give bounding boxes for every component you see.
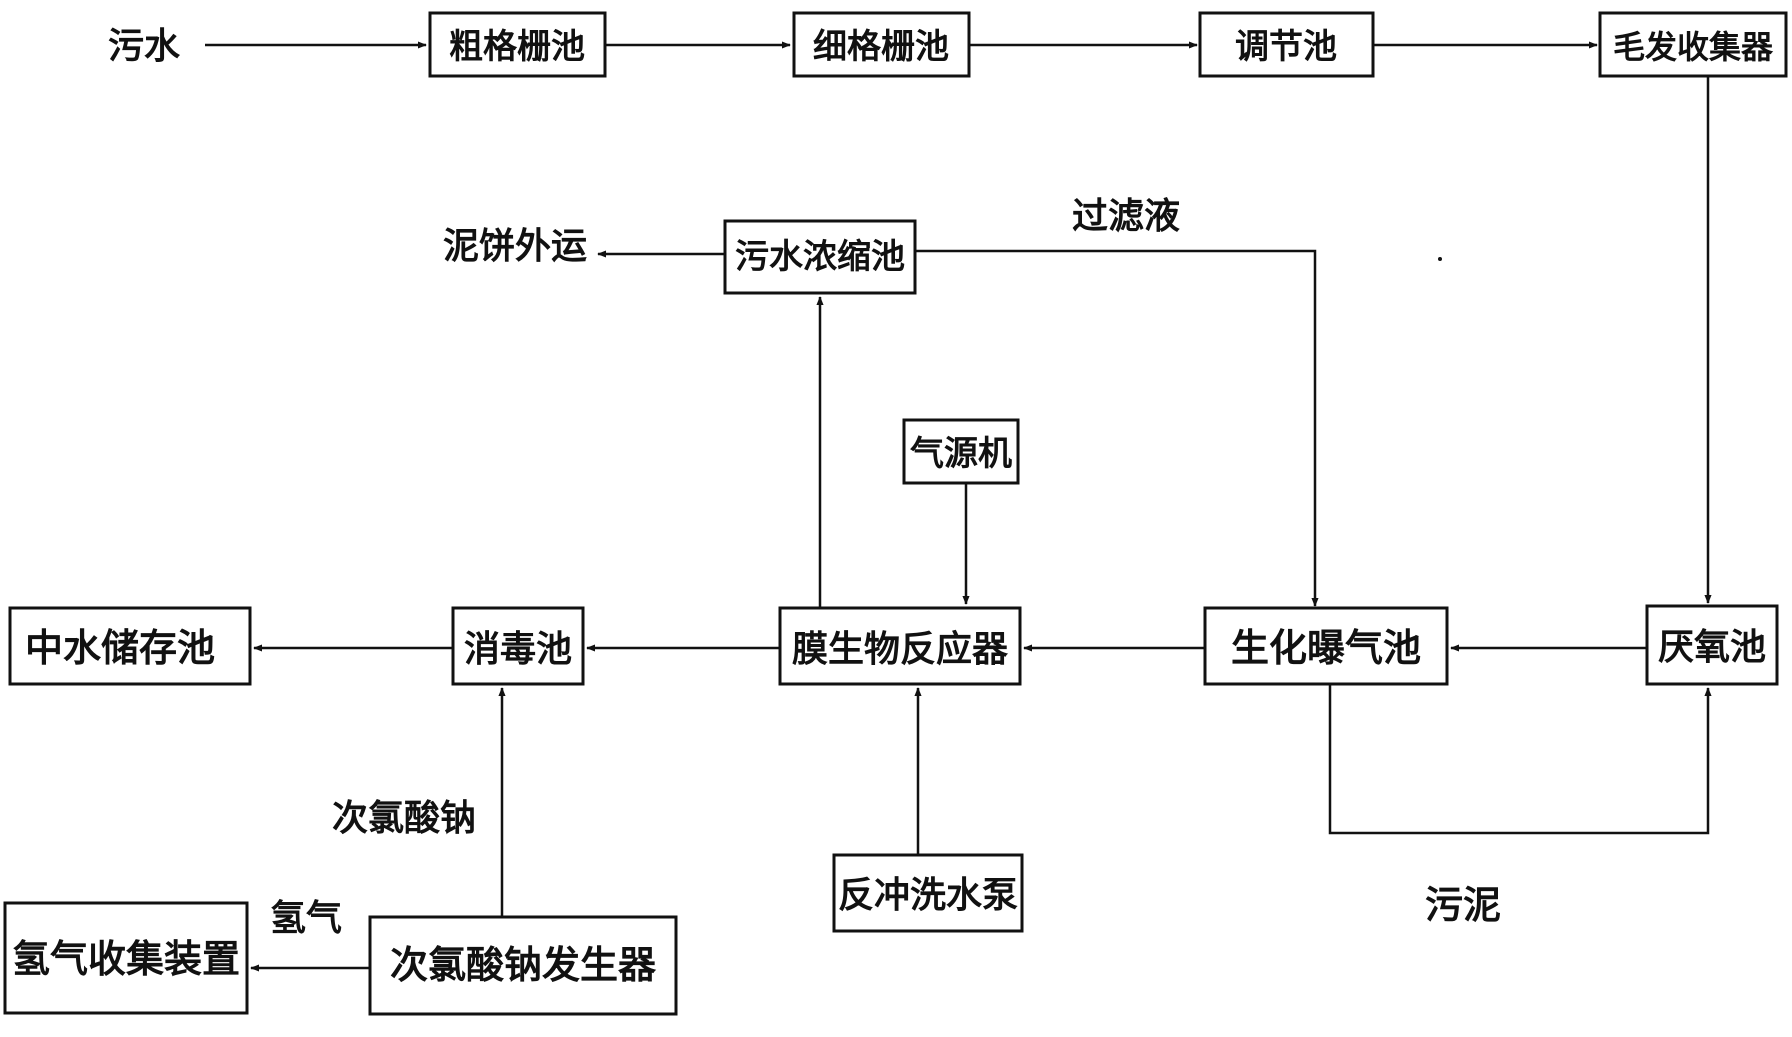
- hydrogen-collector-label: 氢气收集装置: [12, 937, 240, 981]
- hypochlorite-generator: 次氯酸钠发生器: [368, 915, 678, 1016]
- backwash-pump-label: 反冲洗水泵: [838, 875, 1018, 916]
- stray-dot: [1438, 257, 1442, 261]
- aeration-label: 生化曝气池: [1231, 626, 1421, 670]
- sludge-thickener-tank: 污水浓缩池: [723, 219, 917, 295]
- hypochlorite-generator-label: 次氯酸钠发生器: [390, 943, 657, 987]
- fine-screen-label: 细格栅池: [813, 27, 949, 67]
- cake-out-label: 泥饼外运: [443, 226, 587, 267]
- membrane-bioreactor: 膜生物反应器: [778, 606, 1022, 686]
- hydrogen-collector: 氢气收集装置: [3, 901, 249, 1015]
- hair-collector-label: 毛发收集器: [1613, 28, 1774, 66]
- coarse-screen-tank: 粗格栅池: [428, 11, 607, 78]
- reclaimed-storage-label: 中水储存池: [25, 626, 215, 670]
- arrow-sludge-return: [1328, 684, 1712, 835]
- equalization-label: 调节池: [1235, 27, 1337, 67]
- hypochlorite-label: 次氯酸钠: [332, 798, 476, 839]
- mbr-label: 膜生物反应器: [792, 629, 1009, 670]
- disinfection-tank: 消毒池: [451, 606, 585, 686]
- disinfection-label: 消毒池: [464, 629, 572, 670]
- reclaimed-water-storage-tank: 中水储存池: [8, 606, 252, 686]
- sludge-thickener-label: 污水浓缩池: [735, 237, 905, 277]
- sludge-label: 污泥: [1425, 883, 1501, 927]
- equalization-tank: 调节池: [1198, 11, 1375, 78]
- biochemical-aeration-tank: 生化曝气池: [1203, 606, 1449, 686]
- sewage-in-label: 污水: [108, 26, 181, 67]
- backwash-pump: 反冲洗水泵: [832, 853, 1024, 933]
- anoxic-label: 厌氧池: [1658, 627, 1766, 668]
- anaerobic-tank: 厌氧池: [1645, 604, 1779, 686]
- hair-collector: 毛发收集器: [1598, 11, 1788, 78]
- fine-screen-tank: 细格栅池: [792, 11, 971, 78]
- hydrogen-label: 氢气: [270, 898, 342, 939]
- air-source-blower: 气源机: [902, 418, 1020, 485]
- arrow-filtrate-to-aeration: [915, 249, 1319, 607]
- coarse-screen-label: 粗格栅池: [449, 27, 585, 67]
- filtrate-label: 过滤液: [1072, 196, 1180, 237]
- air-source-label: 气源机: [909, 434, 1012, 474]
